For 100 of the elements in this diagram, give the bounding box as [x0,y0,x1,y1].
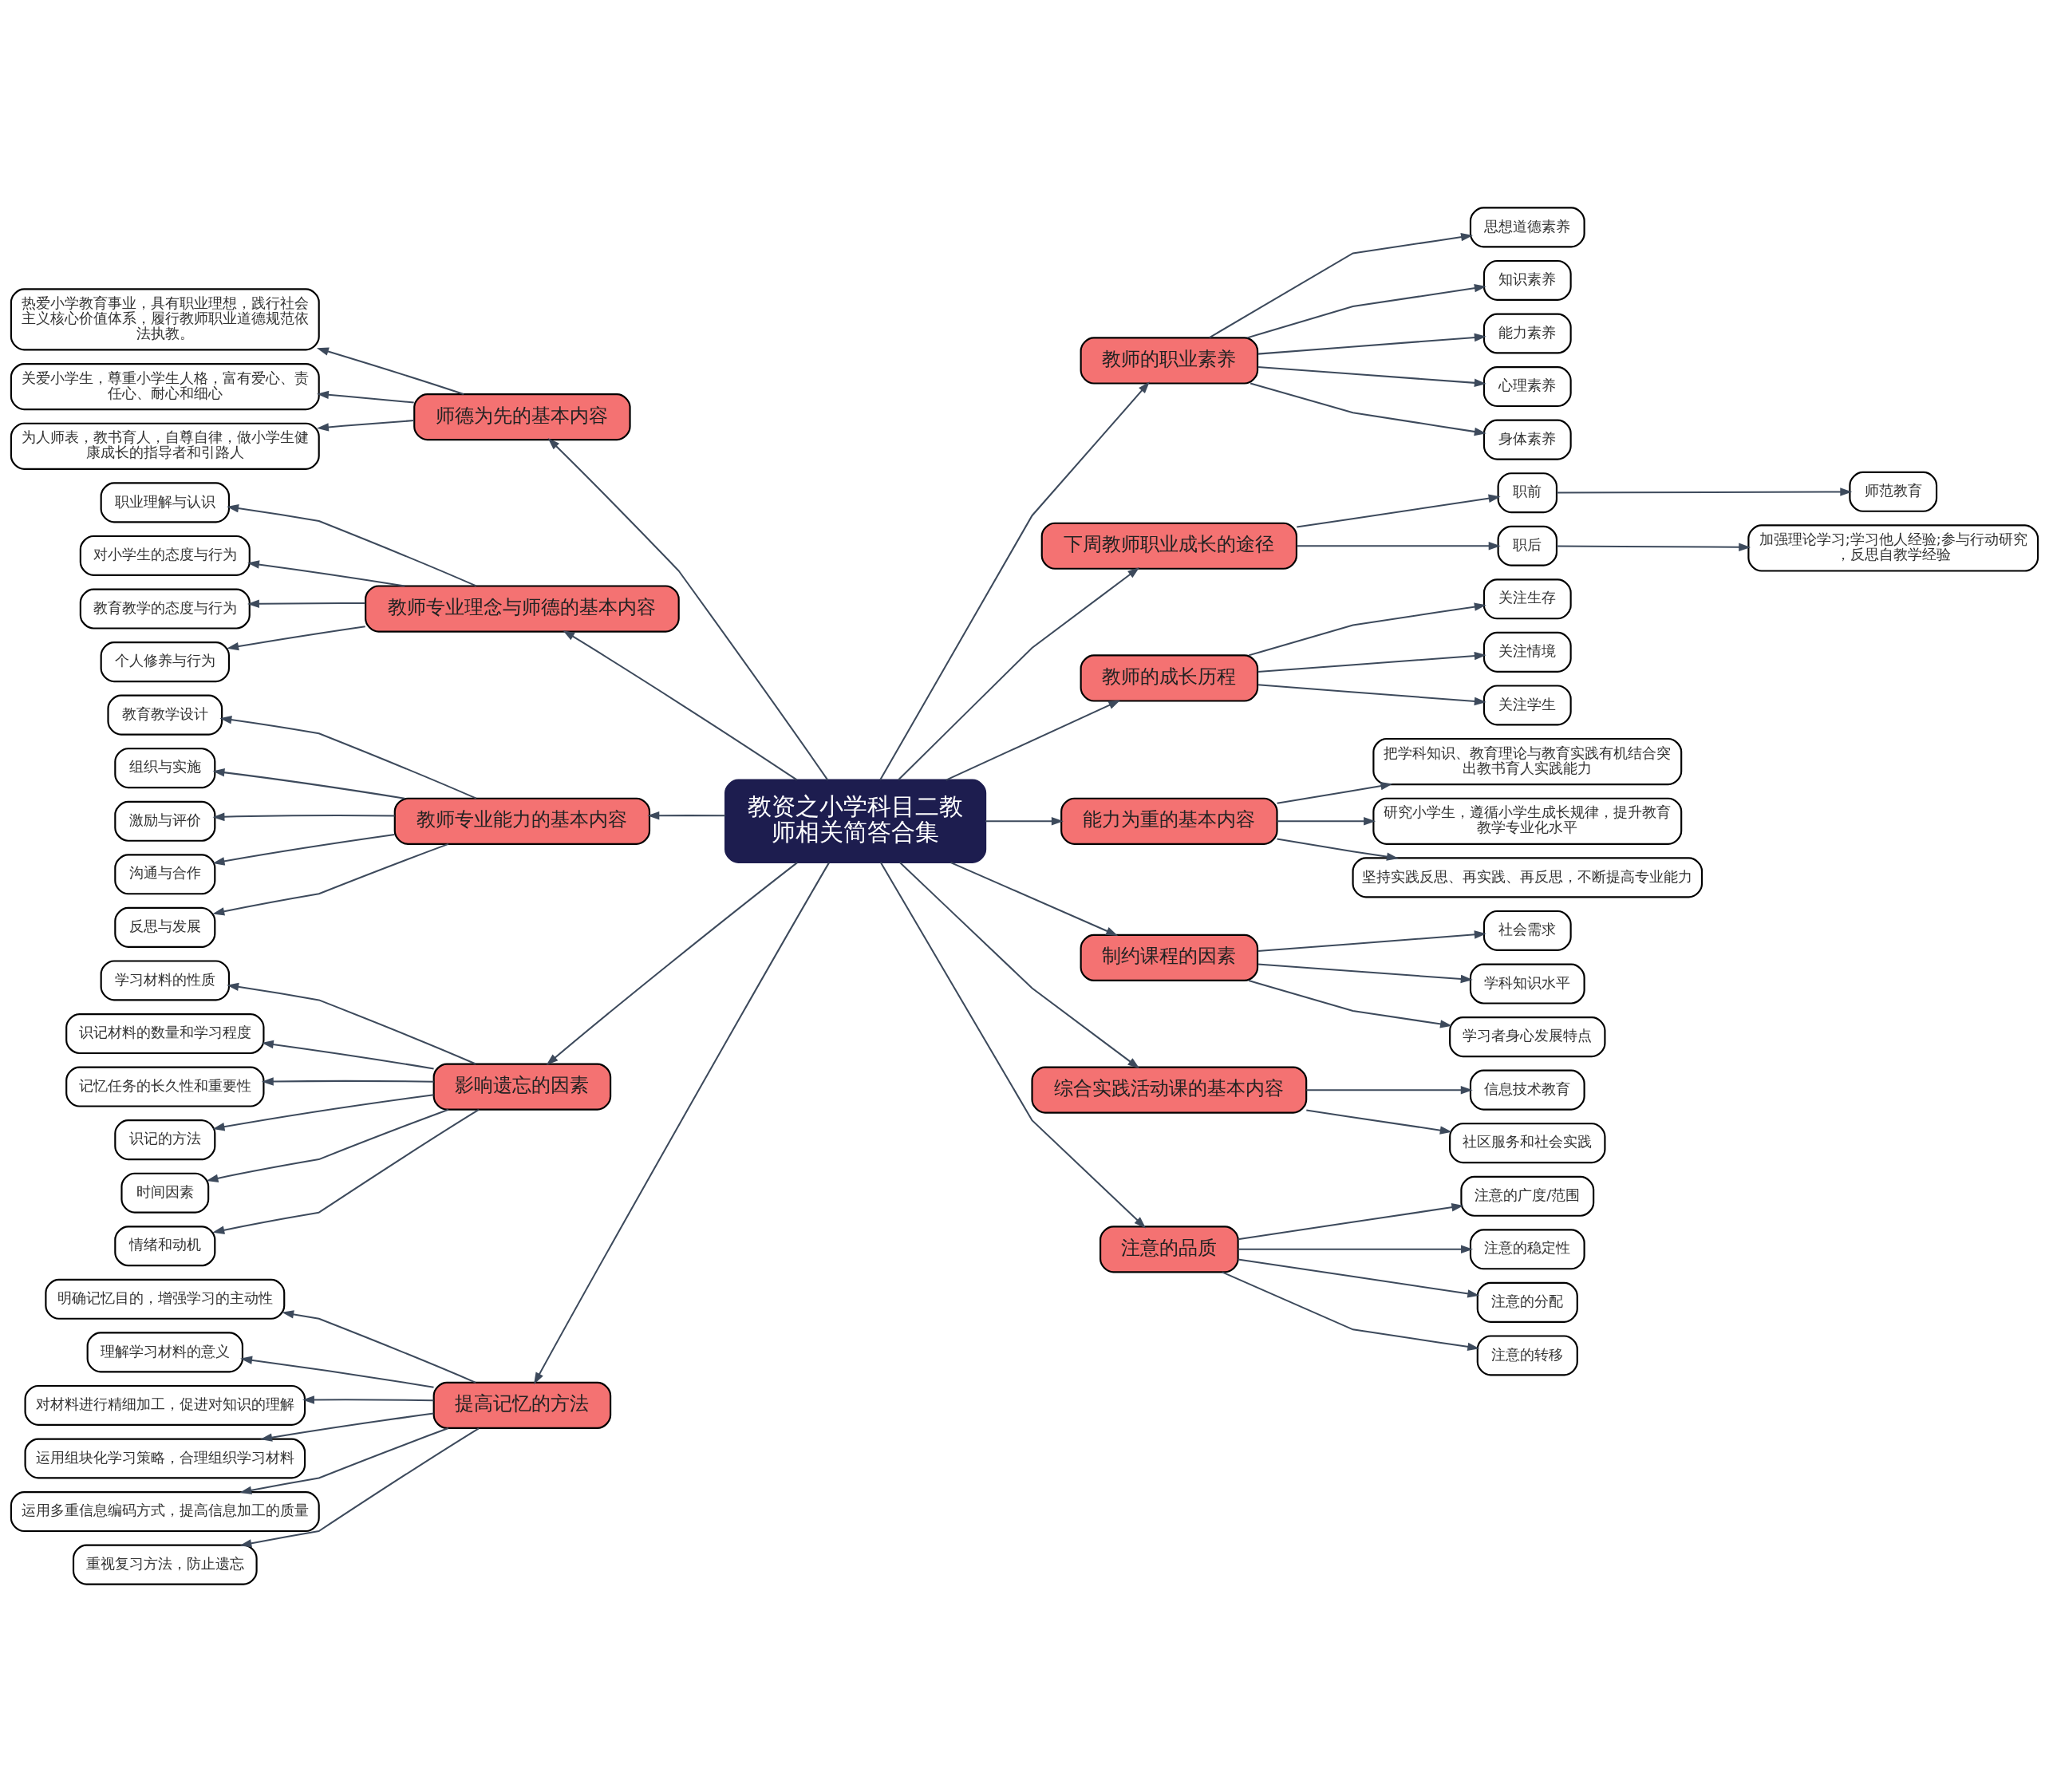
arrow [282,1310,476,1383]
arrow [261,1077,434,1086]
arrow [1277,817,1376,826]
arrow [1306,1085,1473,1095]
node-box: 教育教学的态度与行为 [79,588,251,630]
node-box: 明确记忆目的，增强学习的主动性 [45,1278,286,1320]
node-box: 运用组块化学习策略，合理组织学习材料 [24,1438,306,1479]
node-box: 组织与实施 [114,748,216,789]
node-box: 教师的职业素养 [1080,337,1259,385]
node-box: 理解学习材料的意义 [86,1332,243,1373]
node-box: 下周教师职业成长的途径 [1040,522,1298,570]
node-box: 提高记忆的方法 [432,1381,612,1430]
arrow [1209,232,1473,338]
node-box: 情绪和动机 [114,1226,216,1267]
node-box: 关注生存 [1482,578,1572,620]
arrow [240,1356,434,1388]
node-box: 师范教育 [1849,471,1938,512]
arrow [227,626,365,651]
arrow [1277,781,1393,804]
node-box: 教育教学设计 [107,694,223,736]
arrow [261,1040,434,1070]
arrow [547,438,829,781]
node-box: 注意的转移 [1476,1335,1578,1376]
node-box: 身体素养 [1482,419,1572,460]
node-box: 研究小学生，遵循小学生成长规律，提升教育教学专业化水平 [1372,797,1683,845]
node-box: 识记材料的数量和学习程度 [65,1012,265,1055]
node-box: 注意的稳定性 [1469,1229,1585,1270]
arrow [239,1427,449,1494]
arrow [647,811,726,820]
node-box: 注意的品质 [1100,1226,1239,1273]
node-box: 激励与评价 [114,800,216,842]
arrow [1246,284,1486,339]
arrow [1257,684,1486,706]
node-box: 能力为重的基本内容 [1060,797,1278,845]
arrow [1238,1203,1464,1241]
arrow [317,420,414,432]
arrow [1248,602,1486,657]
node-box: 教师专业理念与师德的基本内容 [365,585,680,633]
node-box: 运用多重信息编码方式，提高信息加工的质量 [10,1491,320,1533]
arrow [1277,838,1399,861]
arrow [1248,980,1453,1028]
node-box: 热爱小学教育事业，具有职业理想，践行社会主义核心价值体系，履行教师职业道德规范依法执教。 [10,288,320,351]
arrow [1257,651,1486,673]
arrow [534,862,830,1385]
node-box: 信息技术教育 [1469,1069,1585,1111]
node-box: 师德为先的基本内容 [413,393,631,441]
node-box: 能力素养 [1482,313,1572,354]
node-box: 教资之小学科目二教师相关简答合集 [724,779,987,863]
arrow [247,599,365,608]
arrow [212,843,449,916]
arrow [946,700,1121,781]
node-box: 坚持实践反思、再实践、再反思，不断提高专业能力 [1352,857,1704,898]
arrow [316,347,464,396]
node-box: 为人师表，教书育人，自尊自律，做小学生健康成长的指导者和引路人 [10,422,320,470]
node-box: 反思与发展 [114,906,216,948]
node-box: 职前 [1497,472,1558,514]
node-box: 学习材料的性质 [100,960,231,1001]
node-box: 知识素养 [1482,259,1572,301]
arrow [317,390,414,404]
node-box: 关爱小学生，尊重小学生人格，富有爱心、责任心、耐心和细心 [10,362,320,411]
arrow [1297,542,1501,551]
arrow [985,817,1064,826]
arrow [212,1094,434,1131]
node-box: 个人修养与行为 [100,641,231,683]
node-box: 加强理论学习;学习他人经验;参与行动研究，反思自教学经验 [1747,524,2039,572]
arrow [247,560,405,587]
node-box: 制约课程的因素 [1080,933,1259,982]
arrow [212,812,395,822]
node-box: 时间因素 [120,1172,210,1214]
arrow [227,982,476,1065]
arrow [950,862,1119,936]
node-box: 教师专业能力的基本内容 [393,797,651,845]
node-box: 心理素养 [1482,366,1572,408]
arrow [212,834,395,866]
arrow [302,1395,434,1404]
node-box: 对小学生的态度与行为 [79,535,251,576]
arrow [219,715,477,799]
node-box: 重视复习方法，防止遗忘 [72,1544,258,1585]
node-box: 学科知识水平 [1469,963,1585,1005]
arrow [239,1427,480,1548]
arrow [563,630,798,781]
arrow [227,504,477,587]
arrow [260,1412,434,1442]
node-box: 关注情境 [1482,631,1572,673]
node-box: 综合实践活动课的基本内容 [1031,1066,1308,1114]
arrow [546,862,798,1066]
arrow [1238,1245,1474,1254]
arrow [1557,487,1853,496]
arrow [1257,930,1486,953]
node-box: 社会需求 [1482,910,1572,951]
node-box: 影响遗忘的因素 [432,1063,612,1111]
arrow [879,862,1147,1229]
node-box: 识记的方法 [114,1119,216,1161]
arrow [206,1108,449,1182]
arrow [1238,1258,1480,1298]
arrow [1250,382,1486,436]
arrow [1557,543,1751,552]
node-box: 注意的分配 [1476,1281,1578,1323]
node-box: 思想道德素养 [1469,207,1585,248]
arrow [212,768,405,799]
